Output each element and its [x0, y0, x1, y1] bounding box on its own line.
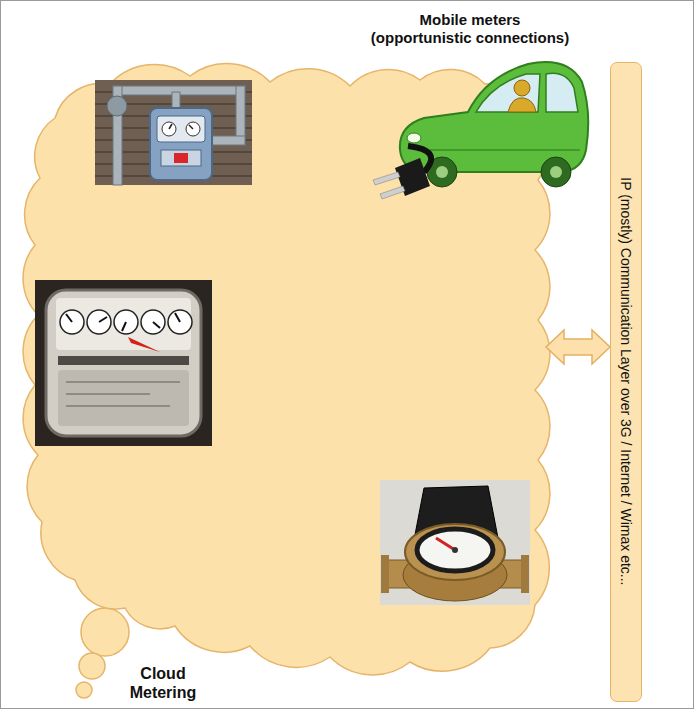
water-meter-node: Water Metering — [357, 609, 504, 638]
mobile-meter-node: Mobile meters (opportunistic connections… — [364, 8, 577, 50]
gas-meter-node: Gas Metering — [136, 186, 254, 213]
electric-car-illustration — [550, 166, 562, 178]
node-label: Mobile meters (opportunistic connections… — [369, 11, 572, 47]
cloud-bubble — [79, 653, 105, 679]
cloud-bubble — [76, 682, 92, 698]
electric-car-illustration — [546, 73, 578, 112]
bar-label: IP (mostly) Communication Layer over 3G … — [617, 177, 634, 586]
cloud-bubble — [81, 608, 129, 656]
double-arrow-connector — [546, 330, 610, 364]
cloud-region: Cloud Metering Gas MeteringElectricity Me… — [26, 60, 546, 708]
cloud-outline — [23, 64, 550, 675]
communication-layer-bar: IP (mostly) Communication Layer over 3G … — [610, 62, 642, 702]
cloud-shape — [26, 60, 546, 708]
electricity-meter-node: Electricity Metering — [43, 451, 247, 483]
region-label: Cloud Metering — [118, 664, 208, 702]
